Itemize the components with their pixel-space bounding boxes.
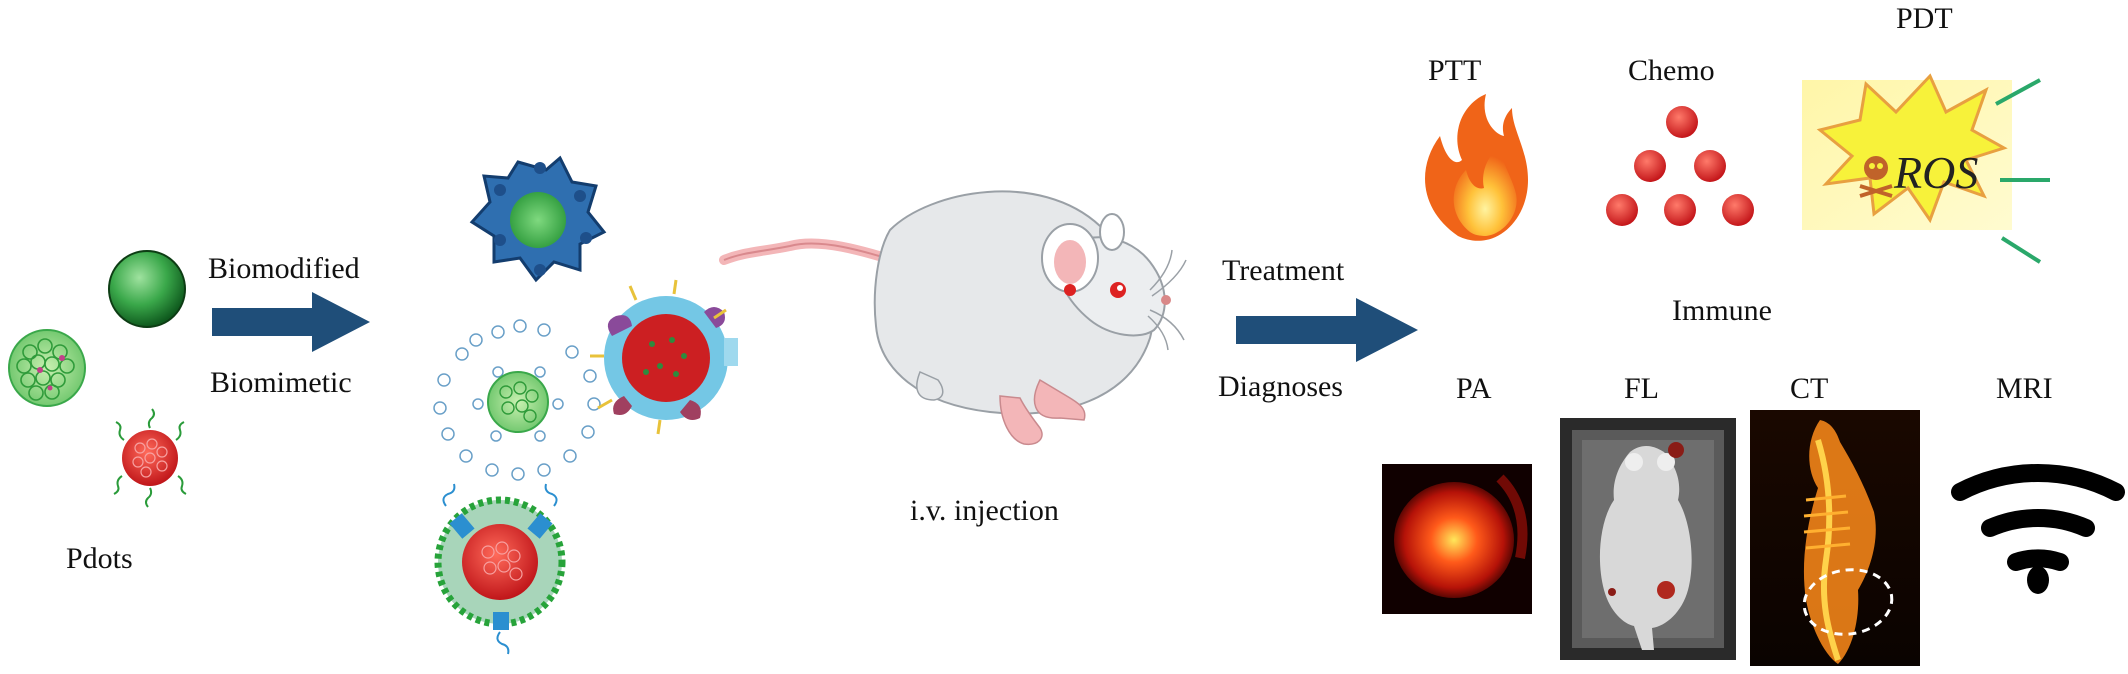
green-shell-particle [434,483,566,655]
framework-particle [469,155,607,283]
treatment-arrow [1236,298,1418,362]
fl-imaging-panel [1560,418,1736,660]
biomodify-arrow [212,292,370,352]
treatment-label: Treatment [1222,254,1345,287]
pdot-red-functionalized [113,408,187,508]
ct-label: CT [1790,372,1829,405]
flame-icon [1425,94,1528,241]
ptt-label: PTT [1428,54,1482,87]
diagnoses-label: Diagnoses [1218,370,1343,403]
fl-label: FL [1624,372,1660,405]
pdots-label: Pdots [66,542,133,575]
skull-icon [1859,156,1893,198]
chemo-drug-dots [1606,106,1754,226]
ros-label: ROS [1894,147,1979,198]
immune-label: Immune [1672,294,1772,327]
wifi-signal-icon [1951,463,2125,594]
pa-label: PA [1456,372,1492,405]
cell-membrane-particle [590,279,738,435]
liposome-particle [433,319,601,481]
pdot-green-sphere [108,250,186,328]
mouse-illustration [719,190,1187,446]
pdt-label: PDT [1896,2,1953,35]
chemo-label: Chemo [1628,54,1715,87]
injection-label: i.v. injection [910,494,1059,527]
pa-imaging-panel [1382,464,1532,614]
ct-imaging-panel [1750,410,1920,666]
pdt-ros-burst [1802,73,2050,264]
pdot-green-cluster [8,329,86,407]
biomodified-label: Biomodified [208,252,360,285]
mri-label: MRI [1996,372,2053,405]
biomimetic-label: Biomimetic [210,366,352,399]
